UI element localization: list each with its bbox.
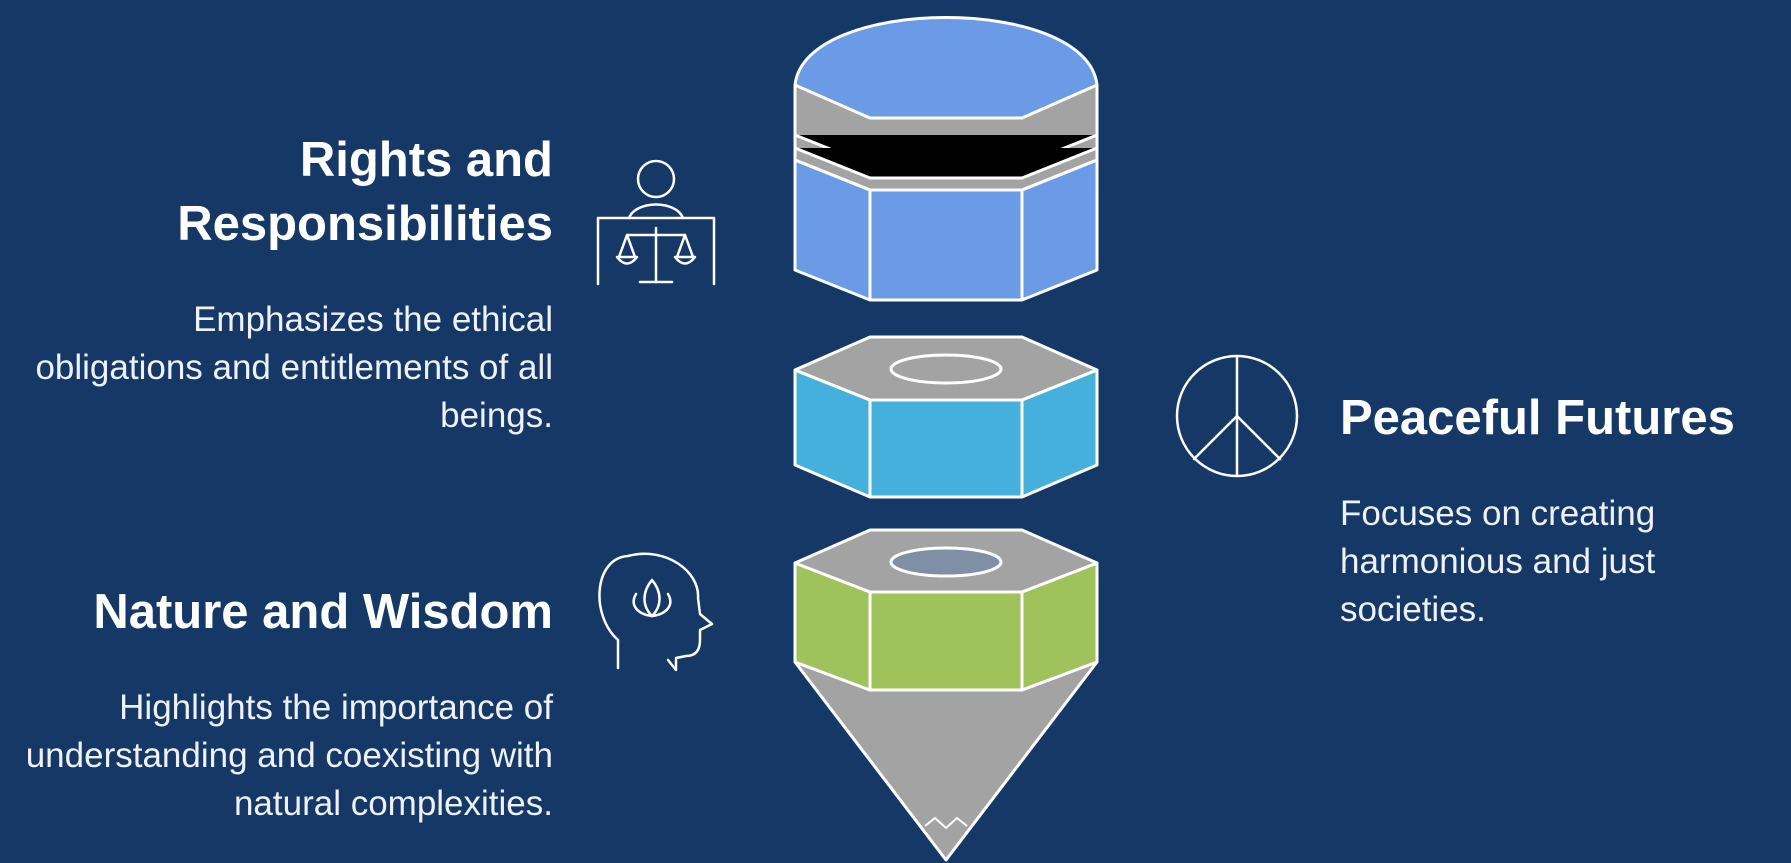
- rights-title: Rights and Responsibilities: [177, 133, 553, 251]
- layer-rights: [793, 16, 1099, 302]
- layer-nature: [793, 528, 1099, 862]
- layer-peace: [793, 335, 1099, 499]
- mind-lotus-icon: [598, 552, 714, 672]
- peace-title: Peaceful Futures: [1340, 391, 1735, 445]
- peace-description: Focuses on creating harmonious and just …: [1340, 494, 1656, 629]
- peace-symbol-icon: [1175, 354, 1299, 478]
- nature-description: Highlights the importance of understandi…: [25, 688, 553, 823]
- nature-title: Nature and Wisdom: [93, 585, 553, 639]
- justice-scales-icon: [596, 159, 716, 286]
- rights-description: Emphasizes the ethical obligations and e…: [35, 300, 553, 435]
